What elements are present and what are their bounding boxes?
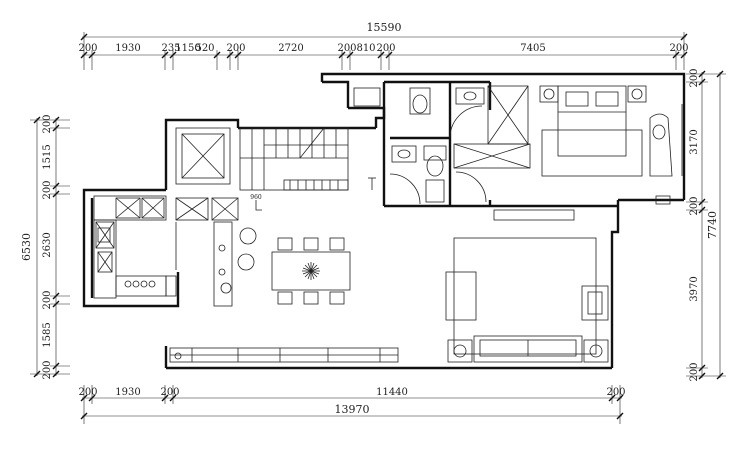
top-seg-12: 200 xyxy=(669,43,688,54)
left-seg-4: 2630 xyxy=(42,232,53,257)
top-seg-6: 200 xyxy=(226,43,245,54)
stair-width-note: 960 xyxy=(250,194,262,201)
left-seg-5: 200 xyxy=(42,290,53,309)
bathroom-upper xyxy=(353,87,485,139)
bottom-dimension-chain: 200 1930 200 11440 200 13970 xyxy=(78,385,626,424)
bottom-total-label: 13970 xyxy=(335,403,370,416)
right-seg-5: 200 xyxy=(689,362,700,381)
right-seg-3: 200 xyxy=(689,196,700,215)
left-seg-3: 200 xyxy=(42,180,53,199)
living-room xyxy=(445,237,609,363)
bottom-seg-1: 200 xyxy=(78,387,97,398)
top-seg-1: 200 xyxy=(78,43,97,54)
top-dimension-chain: 15590 200 1930 235 1150 520 200 2720 200… xyxy=(78,21,689,70)
left-seg-1: 200 xyxy=(42,114,53,133)
window-strip xyxy=(169,347,399,363)
left-dimension-chain: 6530 200 1515 200 2630 200 1585 200 xyxy=(20,114,70,380)
bottom-seg-3: 200 xyxy=(160,387,179,398)
top-seg-8: 200 xyxy=(337,43,356,54)
right-seg-4: 3970 xyxy=(689,276,700,301)
left-seg-7: 200 xyxy=(42,360,53,379)
top-seg-3: 235 xyxy=(161,43,180,54)
top-seg-10: 200 xyxy=(376,43,395,54)
top-seg-5: 520 xyxy=(195,43,214,54)
right-seg-2: 3170 xyxy=(689,129,700,154)
left-seg-6: 1585 xyxy=(42,322,53,347)
bathroom-lower xyxy=(389,145,487,205)
right-seg-1: 200 xyxy=(689,68,700,87)
left-total-label: 6530 xyxy=(20,233,33,261)
top-seg-4: 1150 xyxy=(175,43,200,54)
top-seg-7: 2720 xyxy=(278,43,303,54)
dining-table xyxy=(271,237,351,305)
exterior-walls xyxy=(82,72,686,370)
top-total-label: 15590 xyxy=(367,21,402,34)
bedroom xyxy=(539,85,683,205)
kitchen xyxy=(93,195,177,299)
staircase: 960 xyxy=(239,127,376,211)
top-seg-9: 810 xyxy=(356,43,375,54)
elevator-shaft xyxy=(175,127,231,185)
wardrobe xyxy=(453,85,575,221)
storage-cabinets xyxy=(175,197,257,307)
right-total-label: 7740 xyxy=(706,211,719,239)
right-dimension-chain: 200 3170 200 3970 200 7740 xyxy=(686,68,726,382)
bottom-seg-5: 200 xyxy=(606,387,625,398)
top-seg-2: 1930 xyxy=(115,43,140,54)
left-seg-2: 1515 xyxy=(42,144,53,169)
bottom-seg-2: 1930 xyxy=(115,387,140,398)
bottom-seg-4: 11440 xyxy=(376,387,408,398)
top-seg-11: 7405 xyxy=(520,43,545,54)
